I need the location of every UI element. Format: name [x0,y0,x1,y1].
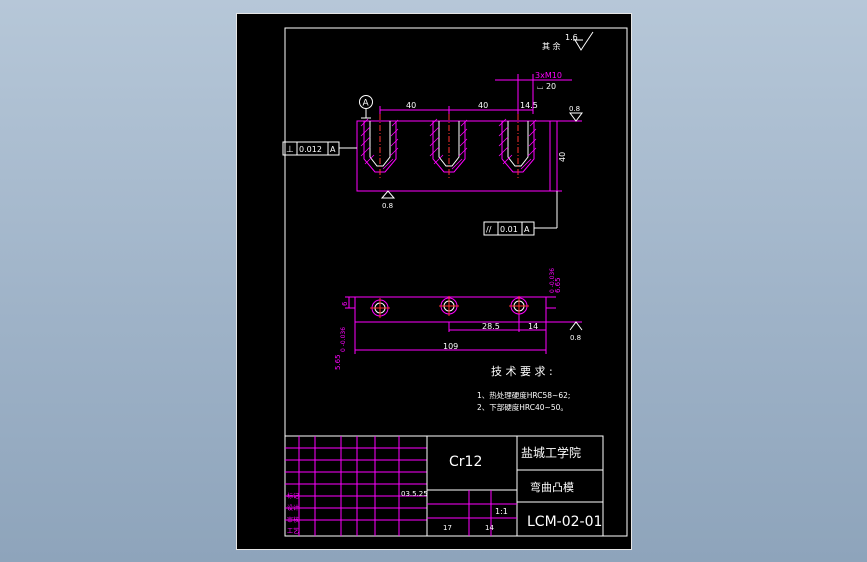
material-label: Cr12 [449,454,482,470]
perpendicularity-frame: ⊥ 0.012 A [282,141,357,156]
surface-finish-bottom-value: 0.8 [382,202,393,210]
dim-width-left: 6 [341,301,349,306]
technical-requirements: 技 术 要 求 : 1、热处理硬度HRC58~62; 2、下部硬度HRC40~5… [477,365,570,412]
bottom-dimensions: 28.5 14 109 [354,314,547,354]
dim-tol-right: 6.65 [554,277,562,293]
top-hole-3 [509,296,529,316]
drawing-date: 03.5.25 [401,490,428,498]
top-dimensions: 40 40 14.5 3xM10 ⌴ 20 [379,71,572,114]
dim-edge-offset: 14.5 [520,101,538,110]
perpendicularity-symbol: ⊥ [286,145,294,155]
perpendicularity-value: 0.012 [299,145,322,154]
top-hole-2 [439,296,459,316]
row-label-1: 标记 [287,492,299,500]
count-2: 14 [485,524,494,532]
surface-finish-general: 其 余 1.6 [542,31,594,51]
dim-pitch-1: 40 [406,101,416,110]
block-outline [356,120,551,192]
row-label-3: 审核 [287,516,299,524]
scale-value: 1:1 [495,507,508,516]
top-hole-1 [370,298,390,318]
front-view: A 40 40 14.5 3xM10 ⌴ 20 0.8 [282,71,583,236]
plate-outline [354,296,547,323]
requirement-2: 2、下部硬度HRC40~50。 [477,402,568,412]
parallelism-datum: A [524,225,530,234]
dim-total-length: 109 [443,342,458,351]
surface-finish-side-value: 0.8 [570,334,581,342]
left-tolerance-dimension: 6 5.65 0 -0.036 [334,296,355,370]
parallelism-symbol: // [486,225,492,234]
count-1: 17 [443,524,452,532]
threaded-hole-2 [429,114,468,180]
row-label-4: 工艺 [287,527,299,535]
dim-tol-left: 5.65 [334,354,342,370]
dim-tol-left-range: 0 -0.036 [340,327,347,352]
height-dimension: 40 [550,120,567,192]
thread-callout: 3xM10 [535,71,562,80]
thread-depth: ⌴ 20 [537,82,556,91]
dim-height: 40 [558,152,567,162]
part-name: 弯曲凸模 [530,480,574,494]
threaded-hole-3 [498,114,537,180]
dim-tol-right-range: 0 -0.036 [549,268,556,293]
surface-finish-value: 1.6 [565,33,578,42]
parallelism-value: 0.01 [500,225,518,234]
perpendicularity-datum: A [330,145,336,154]
requirement-1: 1、热处理硬度HRC58~62; [477,390,570,400]
requirements-title: 技 术 要 求 : [491,365,553,378]
title-block: 标记 设计 审核 工艺 03.5.25 Cr12 盐城工学院 弯曲凸模 LCM-… [284,435,604,537]
top-view: 6 5.65 0 -0.036 0 -0.036 6.65 28.5 14 10… [334,268,583,370]
surface-finish-prefix: 其 余 [542,41,561,51]
row-label-2: 设计 [287,504,299,512]
surface-finish-top: 0.8 [533,105,583,122]
school-name: 盐城工学院 [521,445,581,460]
parallelism-frame: // 0.01 A [483,191,558,236]
drawing-number: LCM-02-01 [527,514,602,530]
threaded-hole-1 [360,114,399,180]
engineering-drawing: 其 余 1.6 [282,27,628,537]
surface-finish-side: 0.8 [546,321,583,342]
dim-hole-spacing: 28.5 [482,322,500,331]
datum-letter: A [363,99,370,109]
dim-hole-edge: 14 [528,322,538,331]
surface-finish-top-value: 0.8 [569,105,580,113]
drawing-sheet: 其 余 1.6 [236,13,632,550]
dim-pitch-2: 40 [478,101,488,110]
surface-finish-bottom: 0.8 [380,190,396,210]
right-tolerance-dimension: 0 -0.036 6.65 [546,268,562,309]
datum-a-symbol: A [359,95,373,119]
